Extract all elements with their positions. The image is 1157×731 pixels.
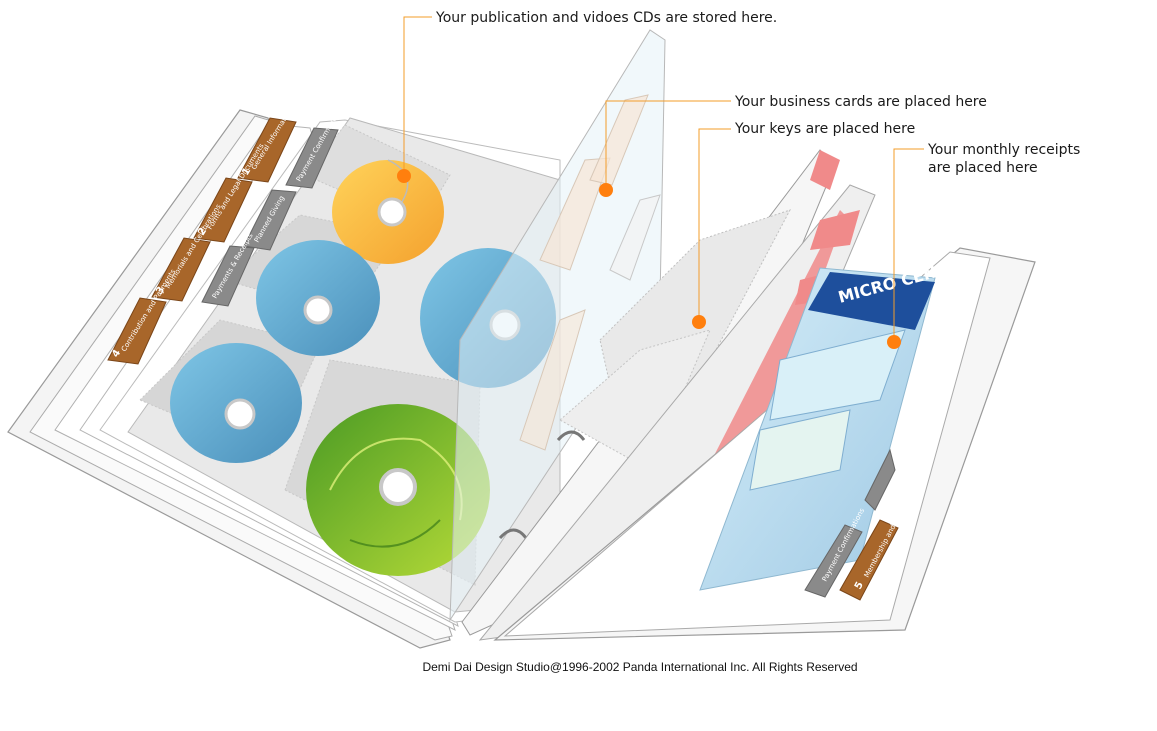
receipt: MICRO CENTER (699, 253, 972, 591)
tab-3-number: 3 (154, 285, 167, 297)
callout-cds: Your publication and vidoes CDs are stor… (397, 10, 777, 183)
callout-receipts: Your monthly receipts are placed here (887, 142, 1080, 349)
callout-dot (887, 335, 901, 349)
cd-green (306, 404, 490, 576)
tab-2-number: 2 (196, 226, 209, 238)
callout-receipts-text-2: are placed here (928, 160, 1038, 176)
callout-receipts-text-1: Your monthly receipts (927, 142, 1080, 158)
callout-business-cards-text: Your business cards are placed here (734, 94, 987, 110)
tab-5-number: 5 (853, 580, 866, 591)
callout-business-cards: Your business cards are placed here (599, 94, 987, 197)
cd-blue-3 (170, 343, 302, 463)
callout-dot (692, 315, 706, 329)
gray-tab-5[interactable] (864, 448, 896, 511)
callout-dot (397, 169, 411, 183)
business-card-sleeve (449, 29, 666, 622)
callout-keys: Your keys are placed here (692, 121, 915, 329)
callout-dot (599, 183, 613, 197)
tab-1-number: 1 (240, 166, 253, 178)
copyright-notice: Demi Dai Design Studio@1996-2002 Panda I… (422, 660, 858, 674)
cd-blue-1 (256, 240, 380, 356)
tab-4-number: 4 (110, 348, 123, 360)
callout-cds-text: Your publication and vidoes CDs are stor… (435, 10, 777, 26)
callout-keys-text: Your keys are placed here (734, 121, 915, 137)
